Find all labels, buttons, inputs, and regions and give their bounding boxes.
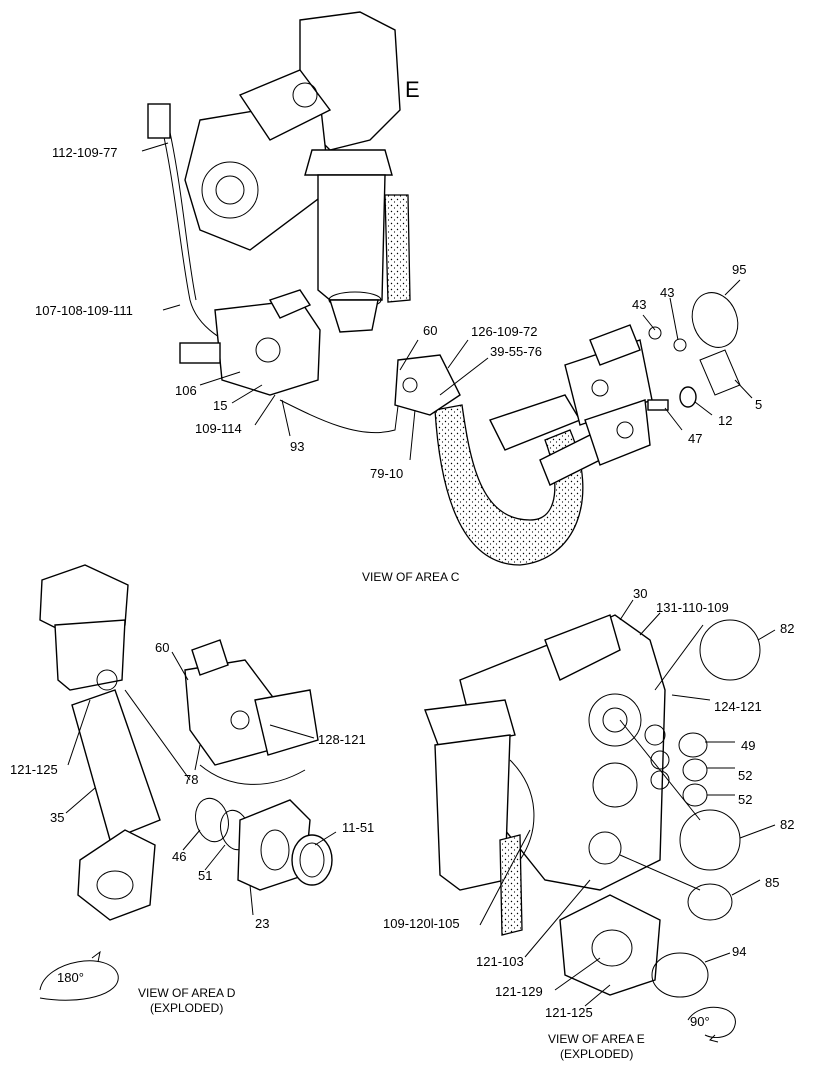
- label-15: 15: [213, 398, 227, 413]
- label-107-108-109-111: 107-108-109-111: [35, 303, 133, 318]
- plug-11-51: [291, 834, 333, 886]
- label-121-129: 121-129: [495, 984, 543, 999]
- label-60-c: 60: [423, 323, 437, 338]
- label-106: 106: [175, 383, 197, 398]
- label-78: 78: [184, 772, 198, 787]
- oring-94: [651, 952, 709, 998]
- label-49: 49: [741, 738, 755, 753]
- label-43-b: 43: [660, 285, 674, 300]
- rotation-90: 90°: [690, 1014, 710, 1029]
- oring-46: [195, 797, 229, 843]
- flange-lower: [77, 829, 156, 921]
- label-52-b: 52: [738, 792, 752, 807]
- area-d-view: 60 128-121 121-125 78 35 11-51 46 51 23 …: [10, 564, 374, 1015]
- label-93: 93: [290, 439, 304, 454]
- washer-43b: [673, 338, 687, 352]
- label-109-114: 109-114: [195, 421, 242, 436]
- area-e-view: 30 131-110-109 82 124-121 49 52 52 82 85…: [383, 586, 794, 1061]
- label-43-a: 43: [632, 297, 646, 312]
- tube-line: [279, 389, 401, 434]
- label-79-10: 79-10: [370, 466, 403, 481]
- label-121-125-d: 121-125: [10, 762, 58, 777]
- label-5: 5: [755, 397, 762, 412]
- elbow-fitting: [394, 354, 461, 416]
- ring-49: [678, 732, 708, 758]
- label-60-d: 60: [155, 640, 169, 655]
- label-52-a: 52: [738, 768, 752, 783]
- label-23: 23: [255, 916, 269, 931]
- label-82-b: 82: [780, 817, 794, 832]
- label-47: 47: [688, 431, 702, 446]
- rotation-180: 180°: [57, 970, 84, 985]
- oring-95: [691, 292, 739, 348]
- caption-area-c: VIEW OF AREA C: [362, 570, 460, 584]
- area-d-leaders: [65, 651, 337, 916]
- label-39-55-76: 39-55-76: [490, 344, 542, 359]
- bolt-47: [647, 399, 669, 411]
- flange-e: [559, 894, 661, 996]
- label-94: 94: [732, 944, 746, 959]
- washer-43: [648, 326, 662, 340]
- area-c-leaders: [141, 142, 753, 461]
- oring-85: [687, 883, 733, 921]
- label-85: 85: [765, 875, 779, 890]
- label-30: 30: [633, 586, 647, 601]
- seal-5: [699, 349, 741, 396]
- hose-e: [499, 834, 523, 936]
- label-109-120-105: 109-120l-105: [383, 916, 460, 931]
- label-124-121: 124-121: [714, 699, 762, 714]
- oring-82a: [699, 619, 761, 681]
- valve-block-d: [184, 639, 319, 785]
- label-12: 12: [718, 413, 732, 428]
- label-46: 46: [172, 849, 186, 864]
- label-112-109-77: 112-109-77: [52, 145, 118, 160]
- label-95: 95: [732, 262, 746, 277]
- pipe-35: [71, 689, 161, 841]
- caption-area-d-line1: VIEW OF AREA D: [138, 986, 236, 1000]
- pump-assembly: [147, 11, 411, 381]
- label-11-51: 11-51: [342, 820, 374, 835]
- main-hose: [434, 394, 611, 566]
- area-e-leaders: [479, 599, 776, 1007]
- label-82-a: 82: [780, 621, 794, 636]
- caption-area-e-line1: VIEW OF AREA E: [548, 1032, 645, 1046]
- label-121-103: 121-103: [476, 954, 524, 969]
- label-131-110-109: 131-110-109: [656, 600, 729, 615]
- plug-12: [679, 386, 697, 408]
- label-51: 51: [198, 868, 212, 883]
- label-35: 35: [50, 810, 64, 825]
- label-126-109-72: 126-109-72: [471, 324, 538, 339]
- area-letter: E: [405, 77, 420, 102]
- flange-assembly: [564, 324, 653, 466]
- caption-area-d-line2: (EXPLODED): [150, 1001, 223, 1015]
- caption-area-e-line2: (EXPLODED): [560, 1047, 633, 1061]
- area-c-view: E 112-109-77 107-108-109-111 106 15 109-…: [35, 11, 762, 584]
- rotation-arrow-180: [39, 960, 119, 1001]
- valve-body: [179, 289, 321, 396]
- label-128-121: 128-121: [318, 732, 366, 747]
- label-121-125-e: 121-125: [545, 1005, 593, 1020]
- ring-52a: [682, 758, 708, 782]
- rotation-arrow-90: [687, 1006, 736, 1038]
- oring-82b: [679, 809, 741, 871]
